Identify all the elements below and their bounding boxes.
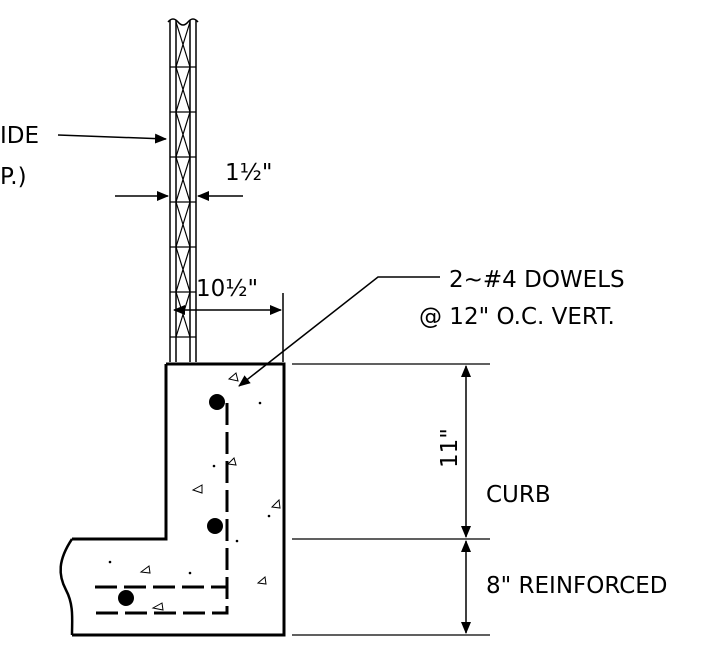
height-dims (292, 363, 490, 636)
curb-outline (72, 362, 286, 637)
reinforced-label: 8" REINFORCED (486, 573, 668, 599)
truss-member (175, 246, 191, 293)
dim-wall-thickness-text: 1½" (225, 160, 273, 186)
dim-curb-height-text: 11" (437, 428, 463, 468)
truss-member (175, 201, 191, 248)
truss-member (175, 66, 191, 113)
side-label-line1: IDE (0, 123, 39, 149)
concrete-aggregate (108, 372, 281, 611)
dowels-leader (238, 276, 440, 387)
dowel-bars (118, 394, 225, 606)
rebar-dashed (95, 403, 229, 615)
dim-offset (173, 293, 284, 362)
truss-member (175, 156, 191, 203)
curb-label: CURB (486, 482, 551, 508)
dowels-note-line2: @ 12" O.C. VERT. (419, 304, 615, 330)
truss-member (175, 21, 191, 68)
dowels-note-line1: 2~#4 DOWELS (449, 267, 625, 293)
truss-member (175, 111, 191, 158)
side-leader-arrow (57, 133, 167, 144)
slab-break-line (59, 538, 74, 636)
side-label-line2: P.) (0, 164, 27, 190)
dim-offset-text: 10½" (196, 276, 258, 302)
